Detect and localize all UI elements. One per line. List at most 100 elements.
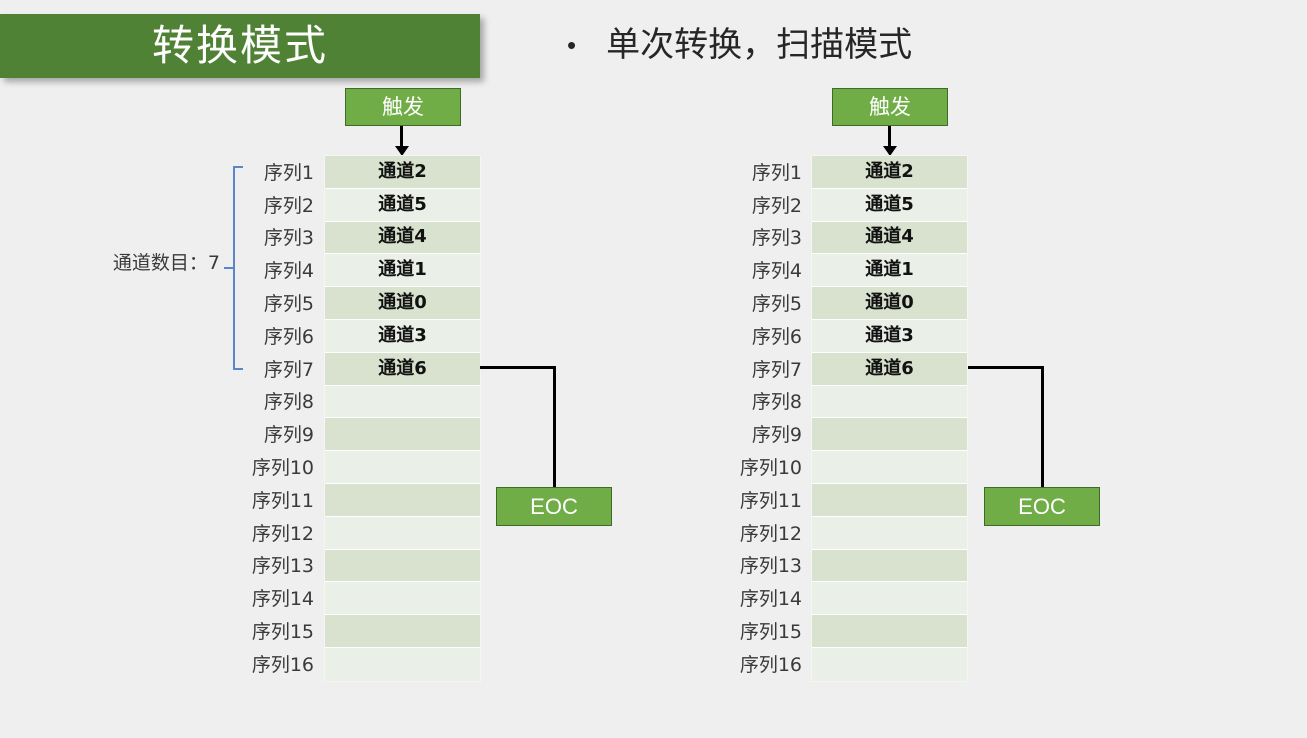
- sequence-label: 序列15: [739, 621, 802, 644]
- sequence-label: 序列15: [251, 621, 314, 644]
- table-row: 通道5: [812, 188, 967, 222]
- sequence-label: 序列5: [751, 293, 802, 316]
- table-row: [812, 483, 967, 517]
- table-row: [812, 385, 967, 419]
- sequence-label: 序列6: [263, 325, 314, 348]
- table-row: [325, 516, 480, 550]
- table-row: 通道0: [325, 287, 480, 320]
- sequence-label: 序列8: [751, 391, 802, 414]
- arrow-head: [395, 146, 409, 156]
- sequence-label: 序列10: [739, 457, 802, 480]
- table-row: [812, 647, 967, 681]
- table-row: [812, 615, 967, 648]
- sequence-label: 序列9: [751, 424, 802, 447]
- channel-value: 通道2: [865, 160, 914, 182]
- table-row: [325, 549, 480, 583]
- title-banner: 转换模式: [0, 14, 480, 78]
- eoc-label: EOC: [1018, 493, 1066, 519]
- sequence-label: 序列9: [263, 424, 314, 447]
- sequence-label: 序列14: [251, 588, 314, 611]
- channel-value: 通道4: [378, 226, 427, 248]
- table-row: [325, 582, 480, 616]
- brace-vertical: [233, 166, 235, 370]
- table-row: [325, 483, 480, 517]
- channel-value: 通道6: [378, 357, 427, 379]
- sequence-label: 序列13: [739, 555, 802, 578]
- table-row: [325, 418, 480, 452]
- channel-value: 通道3: [865, 324, 914, 346]
- trigger-button-label: 触发: [382, 94, 424, 119]
- sequence-label: 序列16: [739, 653, 802, 676]
- table-row: 通道4: [812, 221, 967, 255]
- trigger-button-left[interactable]: 触发: [345, 88, 461, 126]
- table-row: [812, 451, 967, 484]
- trigger-button-label: 触发: [869, 94, 911, 119]
- sequence-label: 序列8: [263, 391, 314, 414]
- eoc-box-left[interactable]: EOC: [496, 487, 612, 526]
- sequence-label: 序列13: [251, 555, 314, 578]
- table-row: [812, 582, 967, 616]
- arrow-head: [883, 146, 897, 156]
- connector-vertical: [553, 366, 556, 494]
- trigger-button-right[interactable]: 触发: [832, 88, 948, 126]
- connector-horizontal: [968, 366, 1044, 369]
- channel-value: 通道5: [865, 193, 914, 215]
- brace-bottom-tick: [234, 368, 243, 370]
- table-row: [812, 549, 967, 583]
- table-row: [812, 516, 967, 550]
- channel-count-brace: [224, 163, 243, 373]
- table-row: 通道3: [325, 319, 480, 353]
- channel-value: 通道5: [378, 193, 427, 215]
- table-row: 通道6: [812, 352, 967, 386]
- sequence-label: 序列3: [751, 227, 802, 250]
- channel-value: 通道1: [865, 259, 914, 281]
- table-row: 通道3: [812, 319, 967, 353]
- sequence-label: 序列2: [263, 194, 314, 217]
- table-row: 通道1: [325, 254, 480, 288]
- trigger-arrow-right: [883, 126, 897, 156]
- connector-horizontal: [480, 366, 556, 369]
- sequence-label: 序列12: [251, 522, 314, 545]
- arrow-shaft: [400, 126, 403, 148]
- table-row: 通道2: [325, 156, 480, 189]
- sequence-label: 序列2: [751, 194, 802, 217]
- table-row: [812, 418, 967, 452]
- table-row: 通道4: [325, 221, 480, 255]
- sequence-label: 序列16: [251, 653, 314, 676]
- brace-top-tick: [234, 166, 243, 168]
- channel-value: 通道0: [865, 292, 914, 314]
- table-row: [325, 451, 480, 484]
- channel-count-label: 通道数目：7: [112, 252, 220, 274]
- connector-vertical: [1041, 366, 1044, 494]
- eoc-label: EOC: [530, 493, 578, 519]
- sequence-label: 序列3: [263, 227, 314, 250]
- table-row: 通道0: [812, 287, 967, 320]
- page-title: 转换模式: [151, 21, 328, 70]
- sequence-label: 序列11: [251, 489, 314, 512]
- table-row: 通道5: [325, 188, 480, 222]
- table-row: 通道6: [325, 352, 480, 386]
- channel-value: 通道6: [865, 357, 914, 379]
- arrow-shaft: [888, 126, 891, 148]
- sequence-label: 序列5: [263, 293, 314, 316]
- sequence-label: 序列4: [263, 260, 314, 283]
- trigger-arrow-left: [395, 126, 409, 156]
- channel-table-right: 通道2 通道5 通道4 通道1 通道0 通道3 通道6: [811, 155, 968, 682]
- bullet-line: • 单次转换，扫描模式: [567, 28, 912, 62]
- brace-middle-tick: [224, 267, 234, 269]
- channel-value: 通道0: [378, 292, 427, 314]
- eoc-box-right[interactable]: EOC: [984, 487, 1100, 526]
- channel-value: 通道4: [865, 226, 914, 248]
- sequence-label: 序列1: [263, 161, 314, 184]
- sequence-label: 序列7: [751, 358, 802, 381]
- bullet-text: 单次转换，扫描模式: [606, 25, 913, 65]
- sequence-label: 序列12: [739, 522, 802, 545]
- sequence-label: 序列6: [751, 325, 802, 348]
- table-row: [325, 647, 480, 681]
- channel-value: 通道3: [378, 324, 427, 346]
- channel-value: 通道2: [378, 160, 427, 182]
- channel-value: 通道1: [378, 259, 427, 281]
